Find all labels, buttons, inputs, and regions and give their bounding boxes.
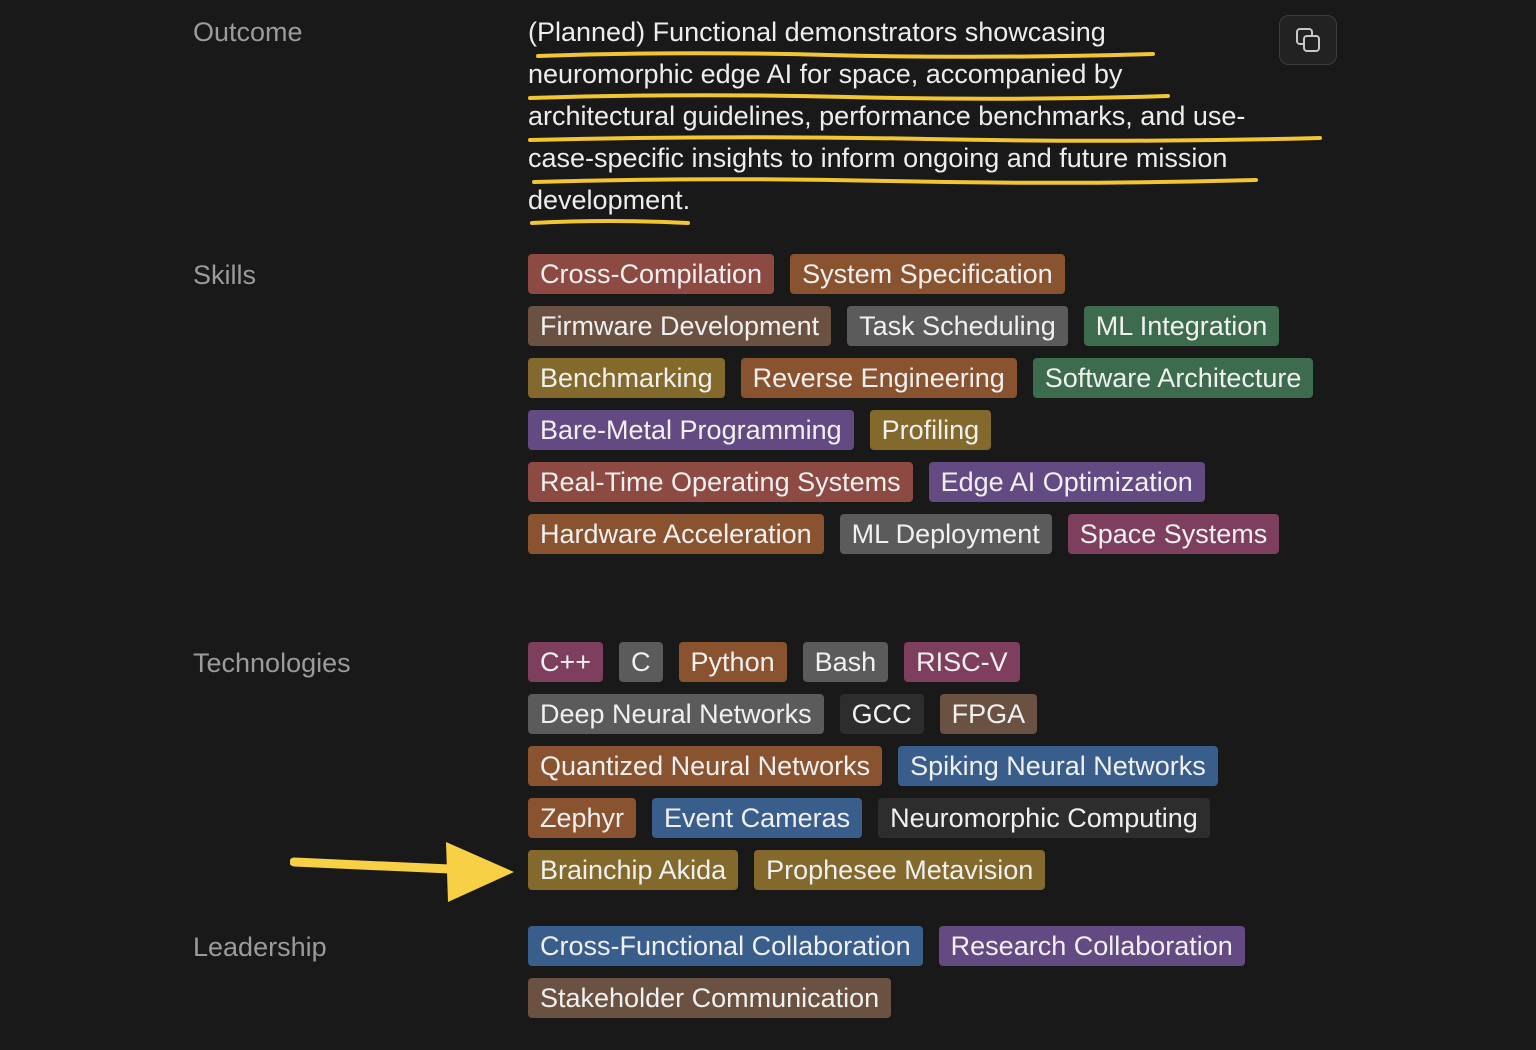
skills-tag[interactable]: Hardware Acceleration (528, 514, 824, 554)
leadership-value: Cross-Functional Collaboration Research C… (528, 926, 1328, 1018)
technologies-tag[interactable]: Deep Neural Networks (528, 694, 824, 734)
technologies-tag[interactable]: RISC-V (904, 642, 1020, 682)
technologies-tag[interactable]: Bash (802, 642, 889, 682)
skills-tag[interactable]: Cross-Compilation (528, 254, 775, 294)
skills-tag[interactable]: Real-Time Operating Systems (528, 462, 913, 502)
leadership-tag[interactable]: Research Collaboration (938, 926, 1245, 966)
skills-tag[interactable]: Software Architecture (1032, 358, 1314, 398)
leadership-label: Leadership (193, 932, 327, 962)
leadership-tags: Cross-Functional Collaboration Research C… (528, 926, 1328, 1018)
skills-label: Skills (193, 260, 257, 290)
technologies-tag[interactable]: C++ (528, 642, 604, 682)
technologies-tag[interactable]: Brainchip Akida (528, 850, 739, 890)
technologies-tag[interactable]: Python (678, 642, 787, 682)
skills-tag[interactable]: System Specification (790, 254, 1065, 294)
technologies-tags: C++ C Python Bash RISC-V Deep Neural Networks… (528, 642, 1328, 890)
technologies-tag[interactable]: Quantized Neural Networks (528, 746, 883, 786)
skills-tag[interactable]: Task Scheduling (847, 306, 1068, 346)
copy-button[interactable] (1279, 15, 1337, 65)
skills-tag[interactable]: Profiling (869, 410, 992, 450)
skills-tag[interactable]: Edge AI Optimization (928, 462, 1205, 502)
skills-tag[interactable]: Space Systems (1067, 514, 1280, 554)
technologies-tag[interactable]: Spiking Neural Networks (898, 746, 1218, 786)
technologies-tag[interactable]: Neuromorphic Computing (878, 798, 1210, 838)
outcome-line: (Planned) Functional demonstrators showc… (528, 17, 1106, 47)
technologies-tag[interactable]: Event Cameras (652, 798, 863, 838)
outcome-line: neuromorphic edge AI for space, accompan… (528, 59, 1123, 89)
outcome-line: case-specific insights to inform ongoing… (528, 143, 1228, 173)
technologies-tag[interactable]: FPGA (939, 694, 1038, 734)
outcome-value: (Planned) Functional demonstrators showc… (528, 11, 1328, 225)
technologies-tag[interactable]: C (619, 642, 663, 682)
technologies-tag[interactable]: Zephyr (528, 798, 637, 838)
copy-icon (1296, 28, 1320, 52)
outcome-label: Outcome (193, 17, 303, 47)
leadership-tag[interactable]: Stakeholder Communication (528, 978, 892, 1018)
leadership-tag[interactable]: Cross-Functional Collaboration (528, 926, 923, 966)
technologies-value: C++ C Python Bash RISC-V Deep Neural Networks… (528, 642, 1328, 890)
skills-tag[interactable]: ML Deployment (839, 514, 1052, 554)
outcome-text: (Planned) Functional demonstrators showc… (528, 11, 1318, 221)
technologies-label: Technologies (193, 648, 351, 678)
skills-tag[interactable]: Firmware Development (528, 306, 832, 346)
outcome-line: architectural guidelines, performance be… (528, 101, 1246, 131)
skills-tag[interactable]: Reverse Engineering (740, 358, 1017, 398)
technologies-tag[interactable]: GCC (839, 694, 924, 734)
skills-tag[interactable]: Bare-Metal Programming (528, 410, 854, 450)
outcome-line: development. (528, 185, 691, 215)
skills-tag[interactable]: ML Integration (1083, 306, 1280, 346)
technologies-tag[interactable]: Prophesee Metavision (754, 850, 1046, 890)
yellow-arrow-icon (290, 842, 514, 902)
skills-tag[interactable]: Benchmarking (528, 358, 725, 398)
